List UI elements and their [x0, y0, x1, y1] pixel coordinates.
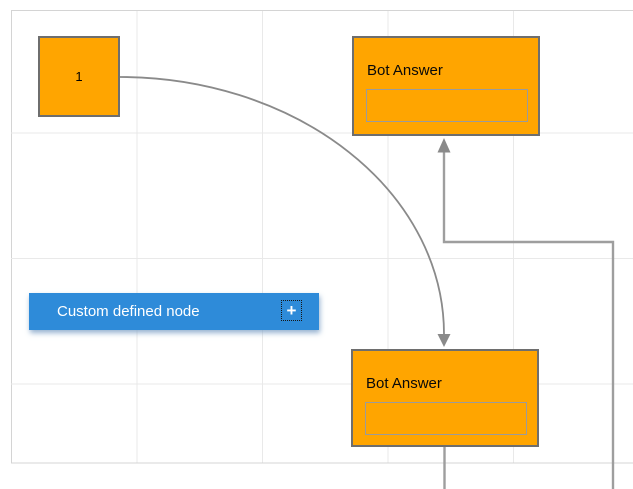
- custom-node-label: Custom defined node: [57, 303, 200, 320]
- bot-answer-node-bottom[interactable]: Bot Answer: [351, 349, 539, 447]
- plus-icon[interactable]: +: [281, 300, 302, 321]
- start-node-label: 1: [75, 69, 83, 84]
- bot-answer-input[interactable]: [365, 402, 527, 435]
- bot-answer-title: Bot Answer: [367, 62, 443, 79]
- bot-answer-input[interactable]: [366, 89, 528, 122]
- connector-orthogonal[interactable]: [437, 138, 615, 489]
- connector-curve[interactable]: [119, 76, 451, 347]
- start-node[interactable]: 1: [38, 36, 120, 117]
- arrowhead-up-icon: [437, 138, 451, 153]
- bot-answer-node-top[interactable]: Bot Answer: [352, 36, 540, 136]
- custom-defined-node[interactable]: Custom defined node +: [29, 293, 319, 330]
- bot-answer-title: Bot Answer: [366, 375, 442, 392]
- arrowhead-down-icon: [437, 334, 451, 347]
